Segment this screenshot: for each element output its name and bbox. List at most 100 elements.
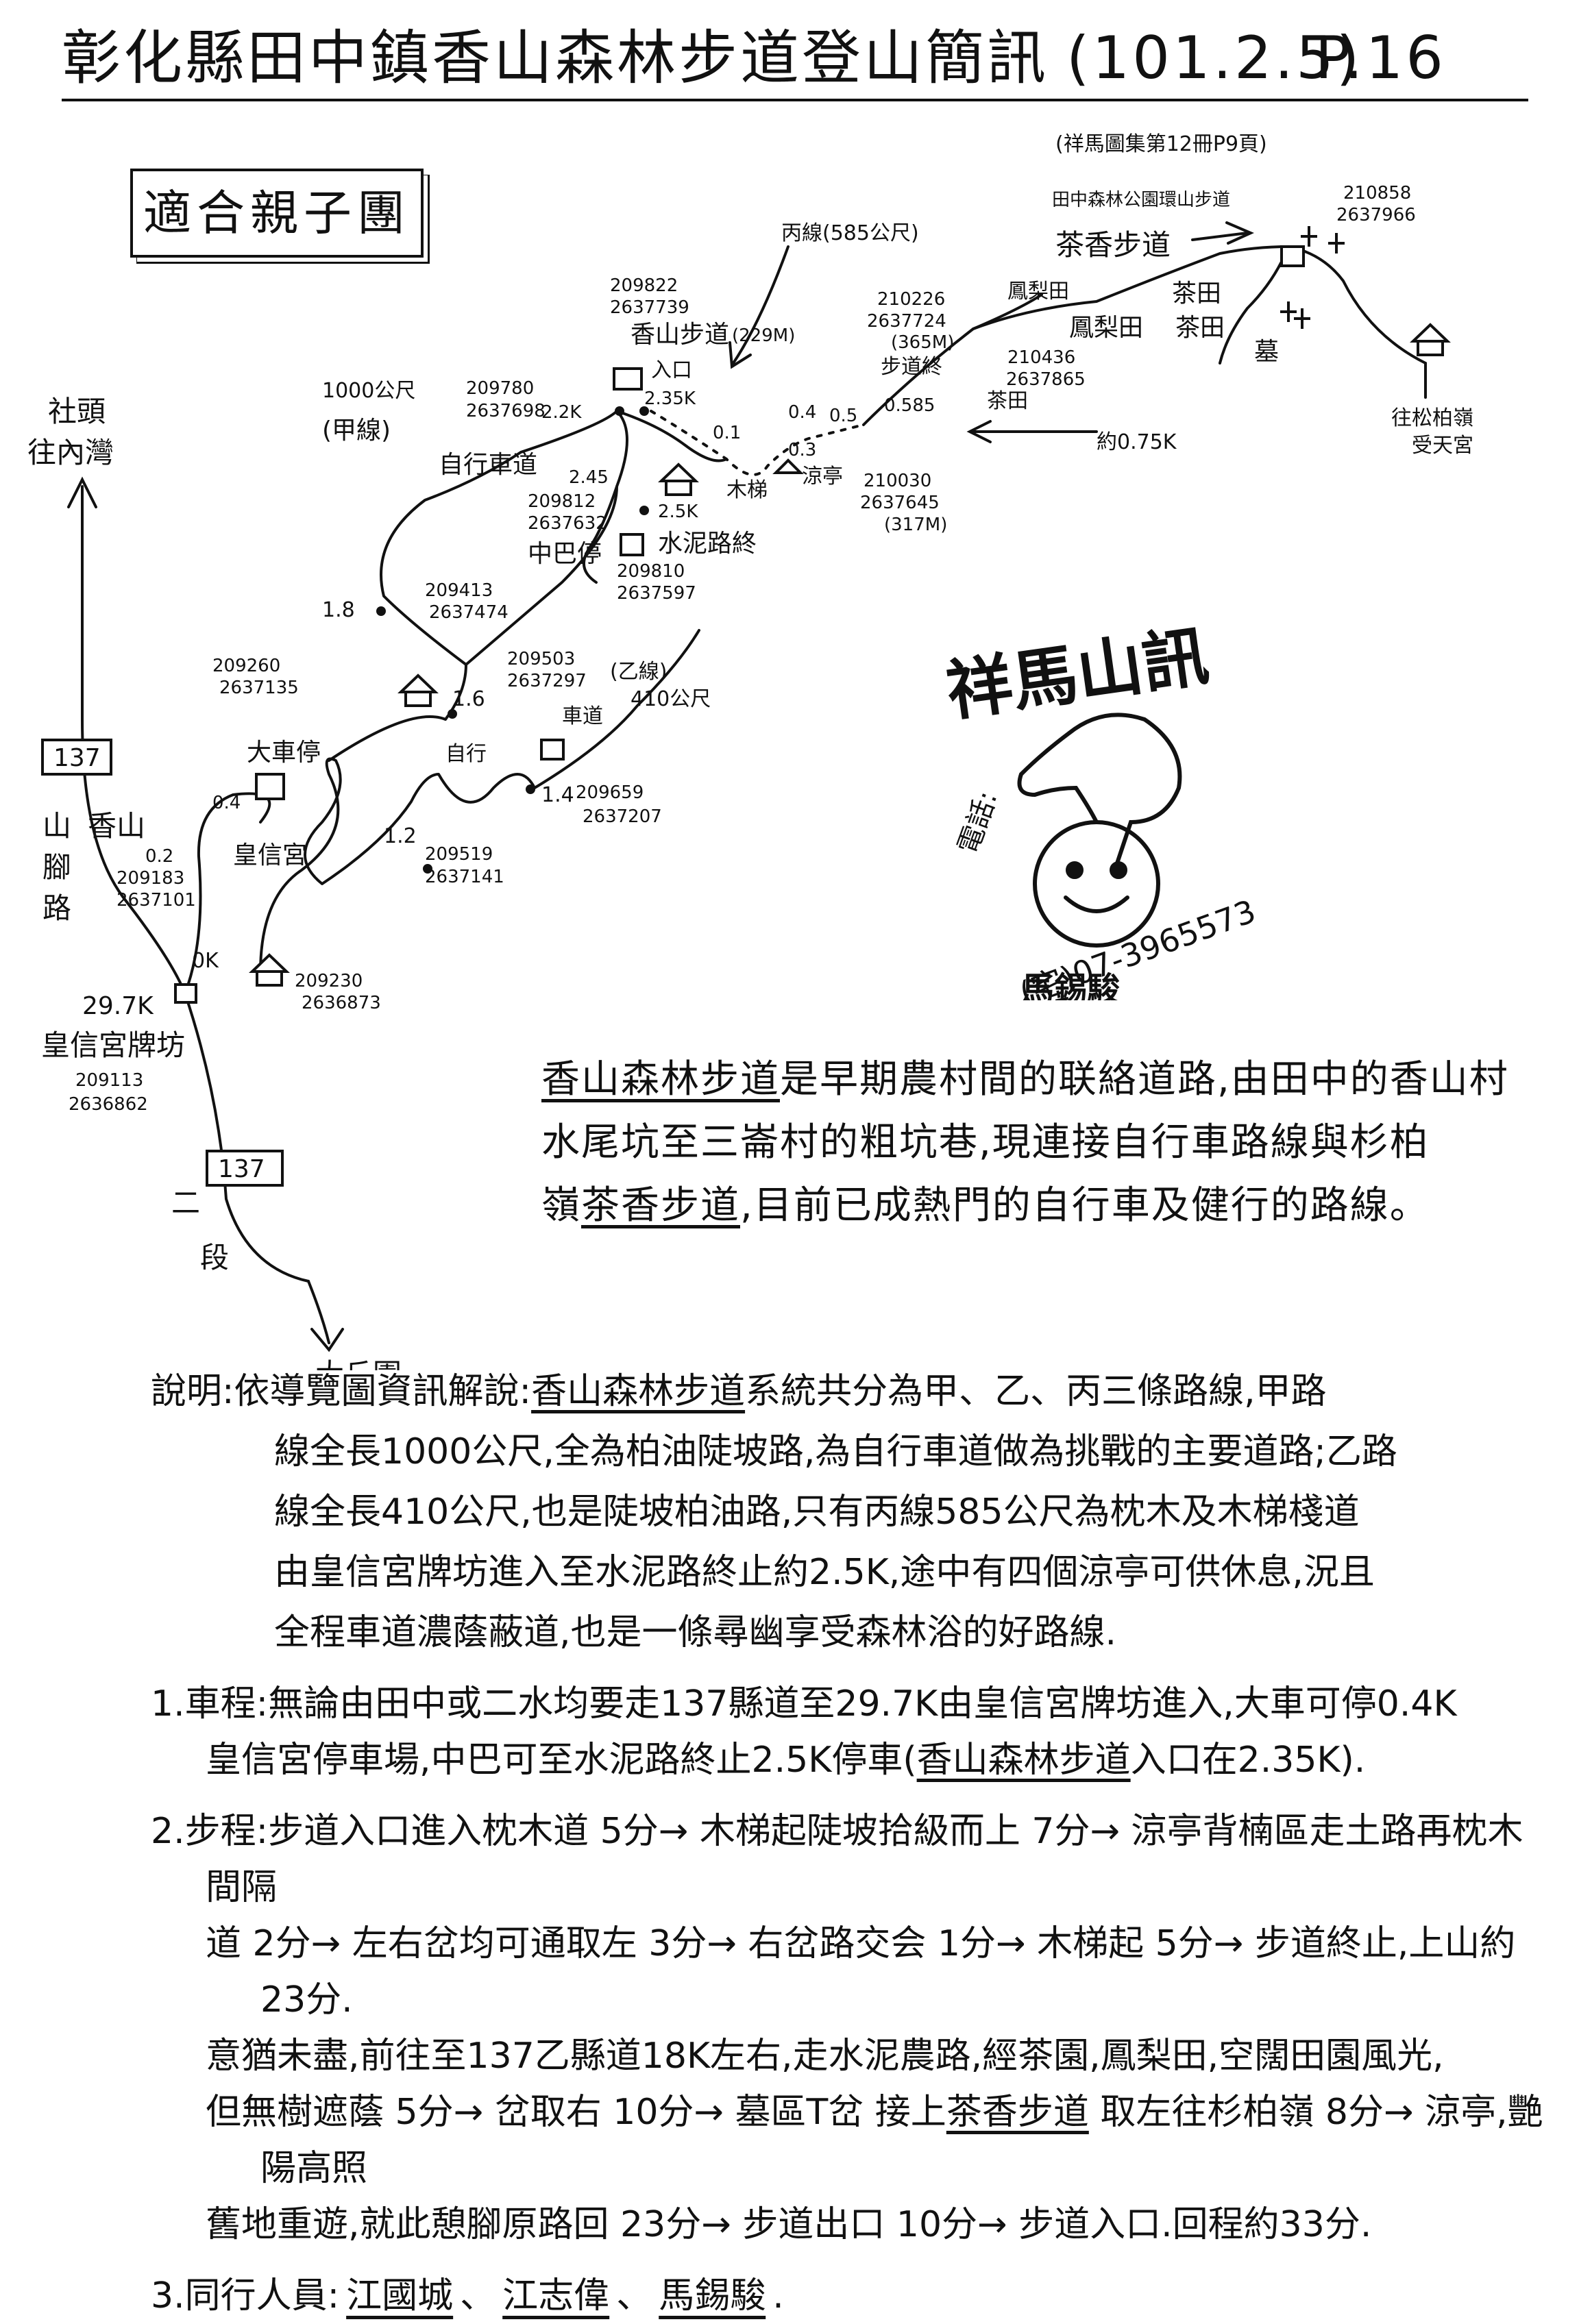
label-route-b-road: 車道 <box>562 704 603 728</box>
coord-km12-2: 2637141 <box>425 867 504 887</box>
notes-text-1b: 系統共分為甲、乙、丙三條路線,甲路 <box>745 1371 1327 1412</box>
grave-icon <box>1301 226 1345 254</box>
smiley-mouth <box>1064 895 1129 913</box>
coord-km16-2: 2637297 <box>507 671 587 691</box>
coord-km16-1: 209503 <box>507 649 575 669</box>
notes-hiking-3: 意猶未盡,前往至137乙縣道18K左右,走水泥農路,經茶園,鳳梨田,空闊田園風光… <box>206 2036 1444 2077</box>
notes-text-1a: 依導覽圖資訊解說: <box>234 1371 532 1412</box>
coord-km22-1: 209780 <box>466 378 534 399</box>
ring-trail-link <box>1219 245 1290 364</box>
notes-hiking-1: 2.步程:步道入口進入枕木道 5分→ 木梯起陡坡拾級而上 7分→ 涼亭背楠區走土… <box>151 1811 1523 1908</box>
label-0k: 0K <box>192 949 219 973</box>
label-road-jiao: 腳 <box>42 850 71 884</box>
waypoint-dot <box>615 406 624 416</box>
label-d-03: 0.3 <box>788 440 816 460</box>
coord-bus-1: 209260 <box>212 656 280 676</box>
label-graves: 墓 <box>1254 338 1279 366</box>
gate-icon-ring <box>1280 245 1305 267</box>
coord-km18-2: 2637474 <box>429 602 509 623</box>
gate-icon <box>174 983 197 1004</box>
arrow-distance <box>966 420 1098 443</box>
smiley-eye-left <box>1066 861 1084 879</box>
label-route-c: 丙線(585公尺) <box>781 221 919 245</box>
pavilion-icon-4 <box>1410 323 1451 356</box>
coord-tea-2: 2637865 <box>1006 369 1086 390</box>
horse-head-icon <box>1017 713 1182 865</box>
waypoint-dot <box>639 506 649 515</box>
label-route-b: (乙線) <box>610 660 667 684</box>
notes-hiking-2: 道 2分→ 左右岔均可通取左 3分→ 右岔路交会 1分→ 木梯起 5分→ 步道終… <box>206 1923 1516 2020</box>
route-sign-137-a-text: 137 <box>53 744 101 772</box>
page: 彰化縣田中鎮香山森林步道登山簡訊(101.2.5) P.16 適合親子團 <box>27 24 1543 2316</box>
notes-driving-trail: 香山森林步道 <box>916 1740 1131 1781</box>
notes-section: 說明:依導覽圖資訊解說:香山森林步道系統共分為甲、乙、丙三條路線,甲路 線全長1… <box>151 1363 1556 2324</box>
route-c-trail <box>650 410 865 476</box>
tea-trail-lower <box>972 293 1043 330</box>
notes-hiking-4: 但無樹遮蔭 5分→ 岔取右 10分→ 墓區T岔 接上茶香步道 取左往杉柏嶺 8分… <box>206 2084 1556 2197</box>
route-a-upper <box>465 410 628 666</box>
notes-driving-2b: 入口在2.35K). <box>1130 1740 1366 1781</box>
route-a-bikeway <box>328 410 618 762</box>
notes-hiking-5: 舊地重遊,就此憩腳原路回 23分→ 步道出口 10分→ 步道入口.回程約33分. <box>206 2204 1372 2245</box>
label-tea-field-1: 茶田 <box>1172 280 1221 308</box>
label-tea-field-3: 茶田 <box>987 389 1028 413</box>
member-name: 江國城 <box>346 2275 454 2316</box>
label-shoutian-temple: 受天宮 <box>1412 434 1473 458</box>
notes-line-5: 全程車道濃蔭蔽道,也是一條尋幽享受森林浴的好路線. <box>274 1612 1117 1653</box>
coord-cement-2: 2637597 <box>617 583 696 604</box>
label-bikeway: 自行車道 <box>439 451 537 479</box>
label-road-duan: 段 <box>200 1241 229 1274</box>
notes-trail-name: 香山森林步道 <box>531 1371 746 1412</box>
label-road-shan: 山 <box>42 809 71 843</box>
label-d-0585: 0.585 <box>884 395 935 416</box>
south-arrow <box>307 1280 344 1352</box>
waypoint-dot <box>423 864 432 874</box>
intro-tea-trail: 茶香步道 <box>581 1183 740 1228</box>
title-underline <box>62 99 1528 101</box>
label-pear-field: 鳳梨田 <box>1007 280 1069 304</box>
label-temple: 皇信宮 <box>233 841 307 869</box>
coord-ring-2: 2637966 <box>1336 205 1416 225</box>
intro-line-3: 嶺茶香步道,目前已成熱門的自行車及健行的路線。 <box>541 1174 1535 1237</box>
notes-hiking: 2.步程:步道入口進入枕木道 5分→ 木梯起陡坡拾級而上 7分→ 涼亭背楠區走土… <box>151 1803 1556 2253</box>
label-pear-field-2: 鳳梨田 <box>1069 314 1143 342</box>
coord-start-2: 2636862 <box>69 1094 148 1115</box>
member-name: 江志偉 <box>502 2275 610 2316</box>
label-km-12: 1.2 <box>384 824 417 848</box>
pavilion-icon-3 <box>249 953 290 987</box>
coord-mid-2: 2637632 <box>528 513 607 534</box>
member-name: 馬錫駿 <box>659 2275 766 2316</box>
parking-icon-bus <box>255 773 285 800</box>
label-reference: (祥馬圖集第12冊P9頁) <box>1055 132 1267 156</box>
arrow-tea-trail <box>1191 221 1254 245</box>
route-c-connector <box>615 410 728 462</box>
route-sign-137-a <box>41 739 112 776</box>
label-route-a-len: 1000公尺 <box>322 379 415 403</box>
intro-paragraph: 香山森林步道是早期農村間的联絡道路,由田中的香山村 水尾坑至三崙村的粗坑巷,現連… <box>541 1048 1535 1237</box>
label-route-a: (甲線) <box>322 417 391 445</box>
label-d-01: 0.1 <box>713 423 741 443</box>
author-seal: 祥馬山訊 電話: (宅)07-3965573 馬錫駿 <box>942 618 1260 1000</box>
label-bus-park: 大車停 <box>247 739 321 767</box>
label-bike-lane: 自行 <box>445 742 487 766</box>
label-trail-entry: 入口 <box>651 358 692 382</box>
coord-bus-2: 2637135 <box>219 678 299 698</box>
coord-pavilion-2: 2636873 <box>302 993 381 1013</box>
pavilion-icon-5 <box>772 458 804 474</box>
label-road-er: 二 <box>171 1186 200 1220</box>
label-ring-trail: 田中森林公園環山步道 <box>1052 190 1230 210</box>
label-start-km: 29.7K <box>82 992 154 1020</box>
label-shetou: 社頭 <box>48 395 106 428</box>
label-d-05: 0.5 <box>829 406 857 426</box>
intro-trail-name: 香山森林步道 <box>541 1057 780 1102</box>
coord-km14-2: 2637207 <box>583 806 662 827</box>
gate-icon-trail <box>613 367 643 391</box>
label-km-16: 1.6 <box>452 687 485 711</box>
label-trail-end: 步道終 <box>881 355 942 379</box>
label-to-songbai: 往松柏嶺 <box>1391 406 1473 430</box>
label-pav-top-alt: (317M) <box>884 515 947 535</box>
notes-line-1: 說明:依導覽圖資訊解說:香山森林步道系統共分為甲、乙、丙三條路線,甲路 <box>151 1363 1556 1420</box>
label-start-gate: 皇信宮牌坊 <box>41 1028 185 1062</box>
waypoint-dot <box>639 406 649 416</box>
notes-members: 3.同行人員:江國城、江志偉、馬錫駿. <box>151 2275 784 2316</box>
